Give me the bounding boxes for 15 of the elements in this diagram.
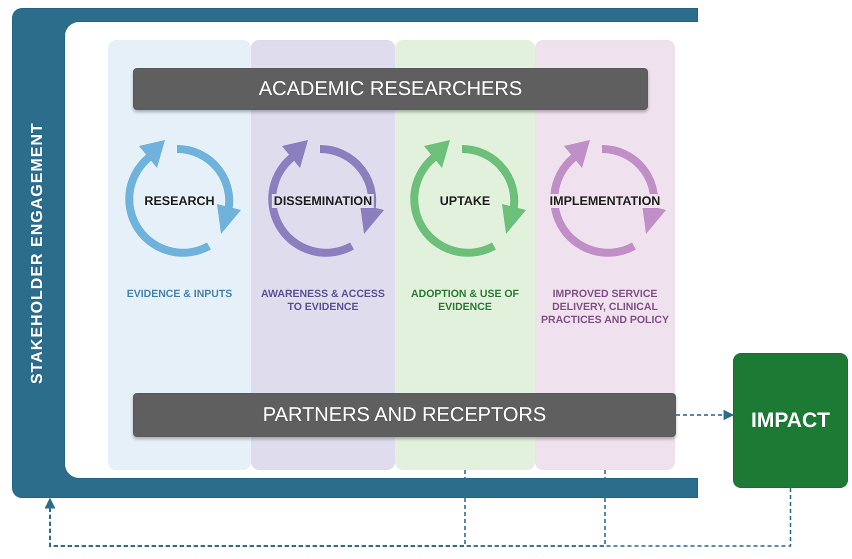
stage-outcome: AWARENESS & ACCESS TO EVIDENCE bbox=[260, 288, 386, 314]
stage-outcome: ADOPTION & USE OF EVIDENCE bbox=[410, 288, 520, 314]
stage-outcome: IMPROVED SERVICE DELIVERY, CLINICAL PRACTICES AND POLICY bbox=[541, 288, 669, 327]
stage-outcome: EVIDENCE & INPUTS bbox=[126, 288, 234, 301]
stage-title: IMPLEMENTATION bbox=[548, 194, 662, 208]
frame bbox=[12, 8, 698, 498]
banner-bar: ACADEMIC RESEARCHERS bbox=[133, 68, 648, 110]
stage-title: UPTAKE bbox=[438, 194, 492, 208]
dashed-arrow bbox=[676, 410, 734, 420]
dashed-arrow bbox=[44, 488, 792, 547]
stage-title: DISSEMINATION bbox=[272, 194, 374, 208]
stage-title: RESEARCH bbox=[142, 194, 217, 208]
frame-title: STAKEHOLDER ENGAGEMENT bbox=[28, 121, 47, 386]
impact-box: IMPACT bbox=[733, 353, 848, 488]
banner-bar: PARTNERS AND RECEPTORS bbox=[133, 393, 676, 437]
